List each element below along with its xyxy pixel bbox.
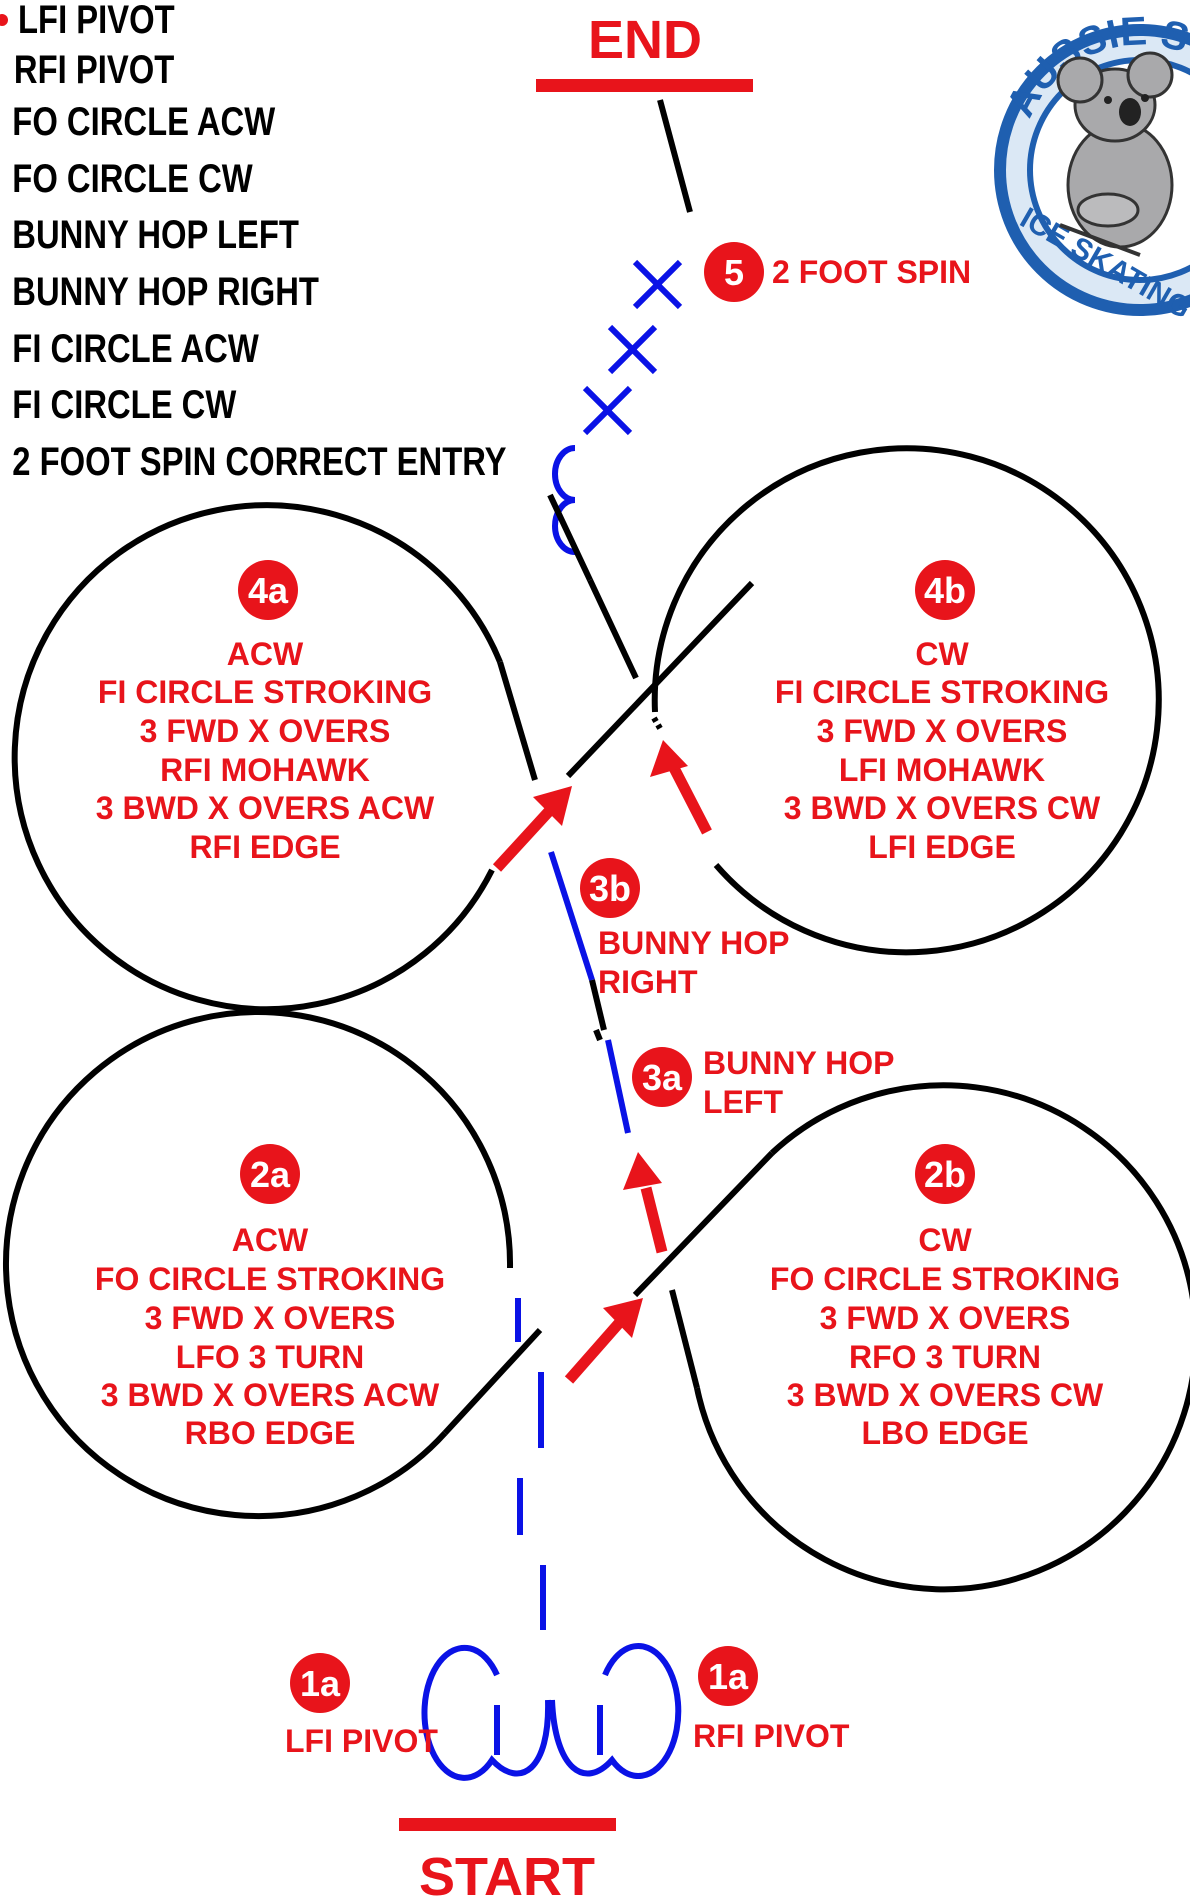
step3b-label: 3b BUNNY HOP RIGHT xyxy=(580,858,789,1000)
circle-2b-line: FO CIRCLE STROKING xyxy=(770,1261,1120,1297)
step1a-left-text: LFI PIVOT xyxy=(285,1723,438,1759)
circle-4a-line: 3 BWD X OVERS ACW xyxy=(96,790,435,826)
lfi-pivot-loop xyxy=(424,1648,548,1778)
aussie-skate-logo: AUSSIE S ICE SKATING AUS xyxy=(998,9,1190,361)
circle-2b-line: RFO 3 TURN xyxy=(849,1339,1041,1375)
arrow-head-icon xyxy=(650,740,688,777)
spin-entry-x-marks xyxy=(585,262,680,433)
step1a-left-label: 1a LFI PIVOT xyxy=(285,1653,438,1759)
circle-4a-line: ACW xyxy=(227,636,304,672)
rfi-pivot-loop xyxy=(552,1646,678,1776)
end-label: END xyxy=(588,10,702,70)
circle-2b-label: 2b CW FO CIRCLE STROKING 3 FWD X OVERS R… xyxy=(770,1144,1120,1451)
bunny-hop-left-line xyxy=(608,1040,628,1133)
circle-4a-label: 4a ACW FI CIRCLE STROKING 3 FWD X OVERS … xyxy=(96,560,435,865)
circle-4b-line: 3 FWD X OVERS xyxy=(817,713,1068,749)
circle-4a-badge: 4a xyxy=(248,570,289,611)
circle-4b-line: CW xyxy=(915,636,969,672)
circle-2a-line: RBO EDGE xyxy=(185,1415,356,1451)
step1a-right-label: 1a RFI PIVOT xyxy=(693,1646,850,1754)
step1a-right-text: RFI PIVOT xyxy=(693,1718,850,1754)
circle-2a-line: 3 BWD X OVERS ACW xyxy=(101,1377,440,1413)
circle-2b-line: LBO EDGE xyxy=(861,1415,1028,1451)
legend-item: LFI PIVOT xyxy=(18,0,175,42)
circle-4b-line: 3 BWD X OVERS CW xyxy=(784,790,1101,826)
circle-2b-line: 3 BWD X OVERS CW xyxy=(787,1377,1104,1413)
circle-4b-badge: 4b xyxy=(924,570,966,611)
circle-2a-line: 3 FWD X OVERS xyxy=(145,1300,396,1336)
circle-4a-line: RFI MOHAWK xyxy=(160,752,370,788)
circle-2a-line: ACW xyxy=(232,1222,309,1258)
step3a-label: 3a BUNNY HOP LEFT xyxy=(632,1045,894,1120)
arrow-4a xyxy=(497,808,552,868)
legend-item: RFI PIVOT xyxy=(14,47,174,92)
pivot-loops xyxy=(424,1646,678,1778)
arrow-4b xyxy=(673,766,707,832)
circle-2a-label: 2a ACW FO CIRCLE STROKING 3 FWD X OVERS … xyxy=(95,1144,445,1451)
legend-item: FI CIRCLE CW xyxy=(12,382,236,427)
circle-2b-line: CW xyxy=(918,1222,972,1258)
step3b-badge: 3b xyxy=(589,868,631,909)
circle-4a-line: FI CIRCLE STROKING xyxy=(98,674,432,710)
circle-4b-line: LFI EDGE xyxy=(868,829,1016,865)
end-line xyxy=(536,79,753,92)
list-bullet-icon xyxy=(0,14,8,26)
circle-4b-line: LFI MOHAWK xyxy=(839,752,1045,788)
circle-4a-line: 3 FWD X OVERS xyxy=(140,713,391,749)
step5-badge: 5 xyxy=(724,252,744,293)
legend-item: 2 FOOT SPIN CORRECT ENTRY xyxy=(12,439,506,484)
circle-4b-line: FI CIRCLE STROKING xyxy=(775,674,1109,710)
arrow-2a xyxy=(569,1322,620,1380)
circle-2a-line: FO CIRCLE STROKING xyxy=(95,1261,445,1297)
step5-marker: 5 2 FOOT SPIN xyxy=(704,242,971,302)
arrow-head-icon xyxy=(623,1152,662,1190)
fo-direction-arrows xyxy=(569,1152,662,1380)
start-line xyxy=(399,1818,616,1831)
step1a-left-badge: 1a xyxy=(300,1663,341,1704)
legend-item: FO CIRCLE ACW xyxy=(12,99,275,144)
circle-4a-line: RFI EDGE xyxy=(189,829,340,865)
end-track-line xyxy=(660,100,690,212)
step3a-badge: 3a xyxy=(642,1057,683,1098)
step3b-line: RIGHT xyxy=(598,964,698,1000)
step5-label: 2 FOOT SPIN xyxy=(772,254,971,290)
legend-item: FO CIRCLE CW xyxy=(12,156,253,201)
legend-item: BUNNY HOP RIGHT xyxy=(12,269,319,314)
step3a-line: LEFT xyxy=(703,1084,783,1120)
step3b-line: BUNNY HOP xyxy=(598,925,789,961)
step3a-line: BUNNY HOP xyxy=(703,1045,894,1081)
legend-item: BUNNY HOP LEFT xyxy=(12,212,299,257)
circle-2a-badge: 2a xyxy=(250,1154,291,1195)
circle-2b-line: 3 FWD X OVERS xyxy=(820,1300,1071,1336)
circle-2a-line: LFO 3 TURN xyxy=(176,1339,364,1375)
start-label: START xyxy=(419,1847,595,1900)
legend-item: FI CIRCLE ACW xyxy=(12,326,259,371)
step1a-right-badge: 1a xyxy=(708,1656,749,1697)
arrow-3a xyxy=(646,1188,662,1252)
legend-list: LFI PIVOT RFI PIVOT FO CIRCLE ACW FO CIR… xyxy=(12,0,506,484)
circle-4b-label: 4b CW FI CIRCLE STROKING 3 FWD X OVERS L… xyxy=(775,560,1109,865)
circle-2b-badge: 2b xyxy=(924,1154,966,1195)
